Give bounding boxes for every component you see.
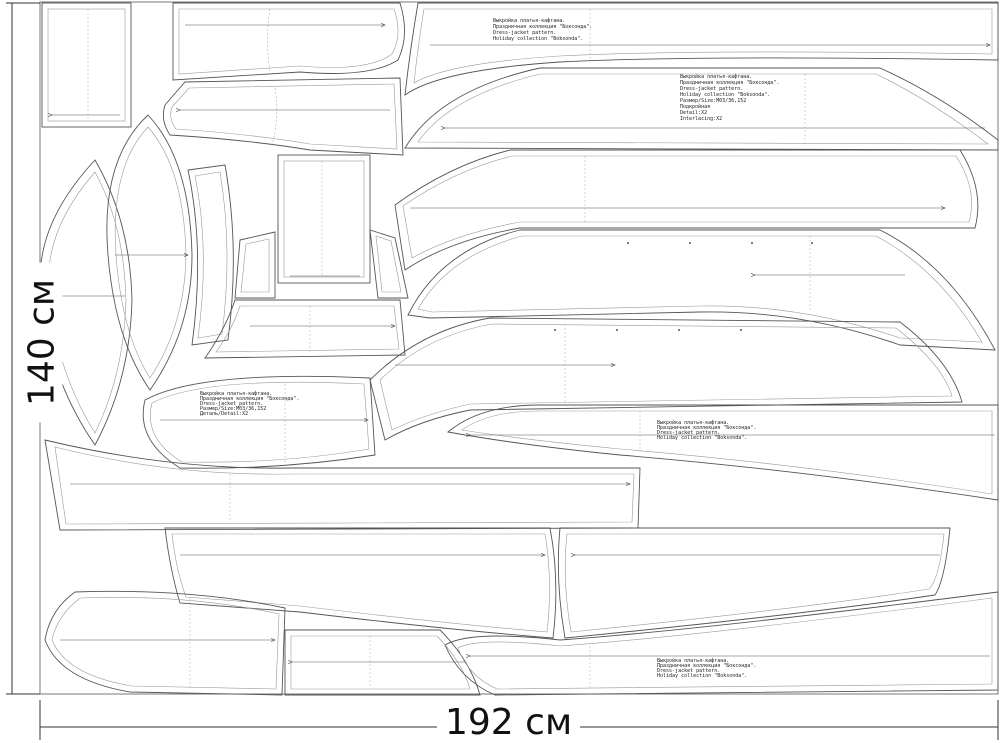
pattern-piece-center-back: [277, 154, 371, 284]
label-line: Holiday collection "Boksonda".: [657, 435, 747, 441]
pattern-piece-sleeve-top: [172, 2, 405, 81]
label-line: Праздничная коллекция "Боксонда".: [200, 396, 299, 402]
label-line: Holiday collection "Boksonda".: [680, 92, 770, 98]
label-line: Выкройка платья-кафтана.: [493, 18, 565, 24]
pattern-piece-bottom-right: [444, 591, 999, 696]
label-line: Выкройка платья-кафтана.: [657, 658, 729, 664]
label-line: Holiday collection "Boksonda".: [657, 673, 747, 679]
label-line: Размер/Size:M03/36,152: [200, 406, 266, 412]
label-line: Выкройка платья-кафтана.: [200, 391, 272, 397]
label-long-panel: Выкройка платья-кафтана. Праздничная кол…: [680, 74, 779, 122]
pattern-piece-skirt-right: [557, 527, 951, 639]
pattern-piece-pocket-left: [234, 231, 276, 299]
pattern-piece-sleeve-bottom: [44, 590, 286, 696]
pattern-piece-skirt-left: [164, 527, 557, 639]
pattern-piece-top-right-panel: [404, 2, 999, 96]
pattern-piece-side-panel-right: [106, 114, 193, 391]
width-dimension-label: 192 см: [437, 702, 581, 743]
pattern-piece-long-panel-c: [407, 229, 996, 351]
label-line: Праздничная коллекция "Боксонда".: [657, 663, 756, 669]
label-line: Dress-jacket pattern.: [657, 668, 720, 674]
pattern-piece-sleeve-second: [162, 77, 404, 156]
pattern-piece-waistband: [204, 299, 406, 359]
label-line: Dress-jacket pattern.: [200, 401, 263, 407]
pattern-piece-hem-band: [44, 439, 641, 531]
label-line: Dress-jacket pattern.: [657, 430, 720, 436]
label-line: Деталь/Detail:X2: [200, 411, 248, 417]
label-line: Праздничная коллекция "Боксонда".: [493, 24, 592, 30]
pattern-piece-pocket-right: [369, 229, 409, 299]
height-dimension-label: 140 см: [21, 262, 63, 423]
label-line: Holiday collection "Boksonda".: [493, 36, 583, 42]
notch-marks: [554, 242, 813, 331]
pattern-piece-long-panel-e: [446, 404, 999, 501]
label-sleeve-upper: Выкройка платья-кафтана. Праздничная кол…: [493, 18, 592, 42]
label-bottom-right: Выкройка платья-кафтана. Праздничная кол…: [657, 658, 756, 679]
pattern-piece-long-panel-b: [394, 149, 979, 271]
label-line: Dress-jacket pattern.: [493, 30, 556, 36]
pattern-piece-collar: [41, 2, 132, 128]
pattern-piece-long-panel-d: [369, 317, 963, 441]
label-line: Праздничная коллекция "Боксонда".: [680, 80, 779, 86]
label-line: Dress-jacket pattern.: [680, 86, 743, 92]
label-line: Подкройная: [680, 104, 710, 110]
label-line: Размер/Size:M03/36,152: [680, 98, 746, 104]
pattern-piece-cuff: [284, 629, 481, 696]
pattern-piece-facing-strip: [187, 164, 234, 346]
pattern-piece-bodice-front: [142, 375, 376, 469]
label-line: Выкройка платья-кафтана.: [657, 420, 729, 426]
label-line: Праздничная коллекция "Боксонда".: [657, 425, 756, 431]
pattern-piece-long-panel-a: [404, 67, 999, 151]
label-mid-panel: Выкройка платья-кафтана. Праздничная кол…: [657, 420, 756, 441]
height-dimension-line: [6, 2, 40, 695]
label-small-left: Выкройка платья-кафтана. Праздничная кол…: [200, 391, 299, 417]
label-line: Выкройка платья-кафтана.: [680, 74, 752, 80]
label-line: Interlacing:X2: [680, 116, 722, 122]
label-line: Detail:X2: [680, 110, 707, 116]
